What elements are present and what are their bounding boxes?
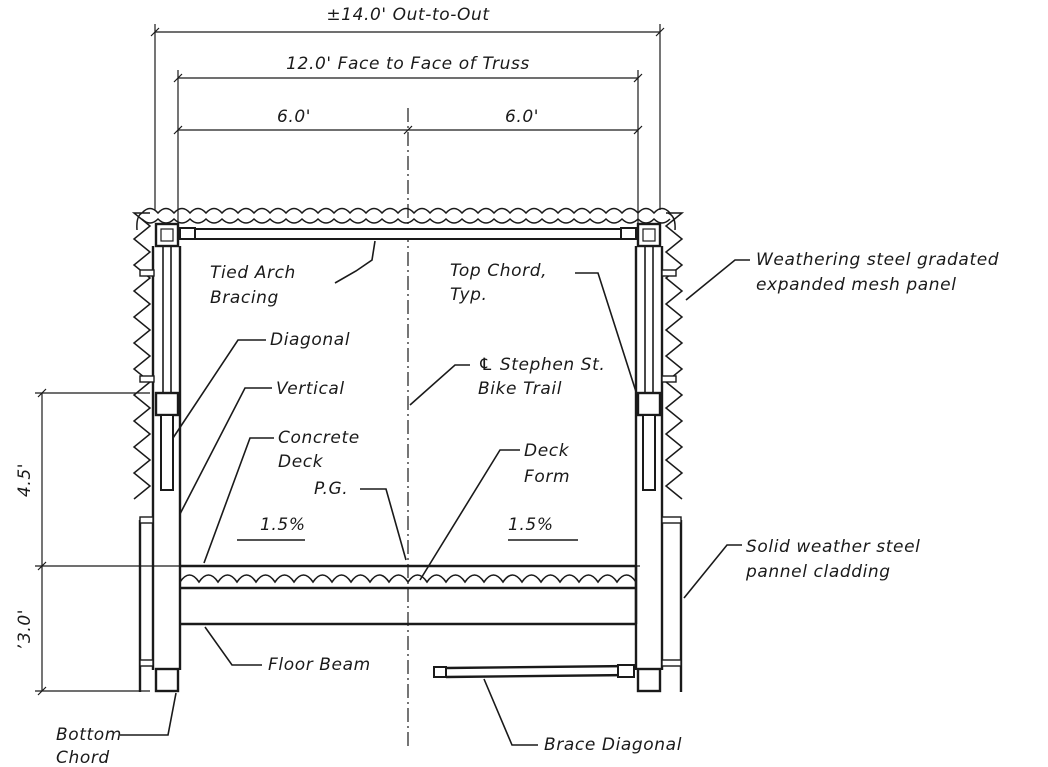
label-diagonal: Diagonal xyxy=(270,330,350,350)
label-solid-cladding-line1: Solid weather steel xyxy=(746,537,920,557)
label-mesh-panel-line1: Weathering steel gradated xyxy=(756,250,999,270)
dim-label-face-to-face: 12.0' Face to Face of Truss xyxy=(286,54,530,74)
dimension-halves: 6.0' 6.0' xyxy=(173,107,643,135)
dimension-heights: 4.5' ʼ3.0' xyxy=(15,388,640,696)
label-concrete-deck-line1: Concrete xyxy=(278,428,360,448)
dim-label-height-lower: ʼ3.0' xyxy=(15,609,35,649)
bottom-chord-left xyxy=(154,667,180,693)
label-centerline-line2: Bike Trail xyxy=(478,379,562,399)
label-top-chord-line1: Top Chord, xyxy=(450,261,547,281)
bottom-chord-right xyxy=(636,667,662,693)
label-deck-form-line1: Deck xyxy=(524,441,570,461)
callout-labels: Tied Arch Bracing Top Chord, Typ. Weathe… xyxy=(56,250,999,767)
label-bottom-chord-line1: Bottom xyxy=(56,725,122,745)
label-top-chord-line2: Typ. xyxy=(450,285,488,305)
slope-right: 1.5% xyxy=(508,515,554,535)
label-concrete-deck-line2: Deck xyxy=(278,452,324,472)
dim-label-half-left: 6.0' xyxy=(277,107,311,127)
label-tied-arch-line1: Tied Arch xyxy=(210,263,296,283)
deck-form-corrugation xyxy=(179,574,637,584)
label-vertical: Vertical xyxy=(276,379,345,399)
callout-leaders xyxy=(120,240,750,746)
diagonal-node-right xyxy=(636,391,662,417)
dim-label-height-upper: 4.5' xyxy=(15,463,35,497)
label-deck-form-line2: Form xyxy=(524,467,570,487)
tied-arch-bracing-member xyxy=(175,228,641,240)
truss-structure xyxy=(138,222,683,693)
label-bottom-chord-line2: Chord xyxy=(56,748,110,767)
label-centerline-line1: ℄ Stephen St. xyxy=(478,355,605,375)
mesh-panel xyxy=(131,207,685,500)
diagonal-node-left xyxy=(154,391,180,417)
dim-label-out-to-out: ±14.0' Out-to-Out xyxy=(326,5,490,25)
top-chord-right xyxy=(636,222,662,248)
slope-left: 1.5% xyxy=(260,515,306,535)
label-brace-diagonal: Brace Diagonal xyxy=(544,735,682,755)
label-mesh-panel-line2: expanded mesh panel xyxy=(756,275,957,295)
dimension-out-to-out: ±14.0' Out-to-Out xyxy=(150,5,665,210)
label-solid-cladding-line2: pannel cladding xyxy=(745,562,891,582)
label-pg: P.G. xyxy=(314,479,348,499)
top-chord-left xyxy=(154,222,180,248)
label-floor-beam: Floor Beam xyxy=(268,655,371,675)
dimension-face-to-face: 12.0' Face to Face of Truss xyxy=(173,54,643,225)
label-tied-arch-line2: Bracing xyxy=(210,288,279,308)
dim-label-half-right: 6.0' xyxy=(505,107,539,127)
slope-markers: 1.5% 1.5% xyxy=(237,515,578,541)
